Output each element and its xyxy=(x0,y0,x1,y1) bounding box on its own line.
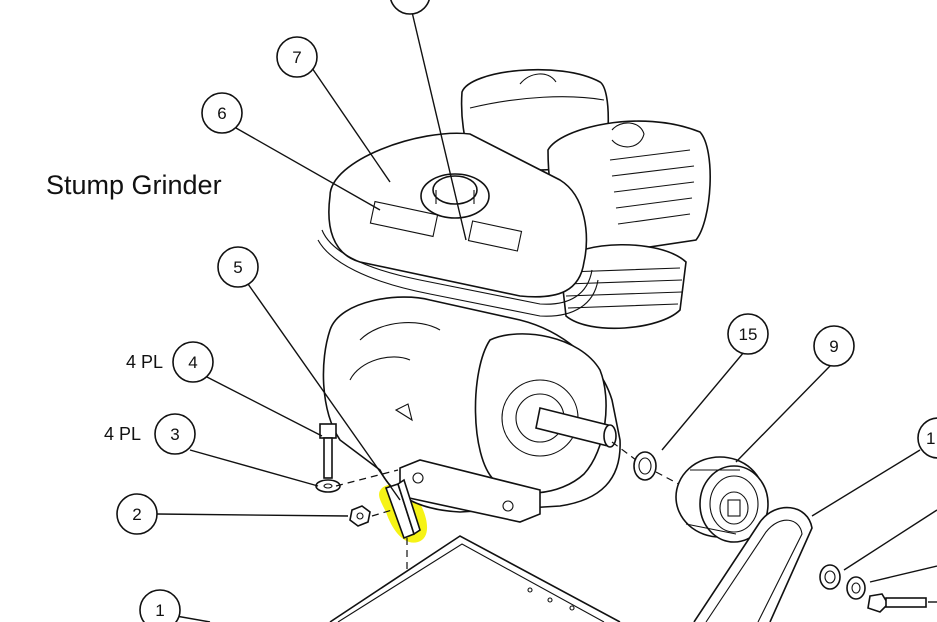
callout-3: 3 xyxy=(154,413,196,455)
frame-item-1 xyxy=(329,535,621,622)
qty-note-item-3: 4 PL xyxy=(104,424,142,444)
svg-text:2: 2 xyxy=(132,505,141,524)
bracket-item-5 xyxy=(384,478,421,540)
diagram-title: Stump Grinder xyxy=(46,170,222,200)
washer-item-3 xyxy=(315,479,341,493)
nut-item-2 xyxy=(349,505,371,527)
pulley-item-9 xyxy=(675,456,769,543)
callout-6: 6 xyxy=(201,92,243,134)
washer-right xyxy=(819,564,866,600)
qty-note-item-4: 4 PL xyxy=(126,352,164,372)
callout-1: 1 xyxy=(139,589,181,622)
callout-5: 5 xyxy=(217,246,259,288)
svg-text:5: 5 xyxy=(233,258,242,277)
svg-text:1: 1 xyxy=(926,429,935,448)
belt-item-10 xyxy=(693,506,813,622)
svg-text:4: 4 xyxy=(188,353,197,372)
callout-2: 2 xyxy=(116,493,158,535)
svg-text:9: 9 xyxy=(829,337,838,356)
svg-text:6: 6 xyxy=(217,104,226,123)
engine-assembly xyxy=(317,68,711,523)
callout-4: 4 xyxy=(172,341,214,383)
svg-text:7: 7 xyxy=(292,48,301,67)
callout-10: 1 xyxy=(917,417,937,459)
svg-text:3: 3 xyxy=(170,425,179,444)
svg-text:15: 15 xyxy=(739,325,758,344)
spacer-item-15 xyxy=(633,451,657,481)
bolt-item-4 xyxy=(319,423,337,479)
callout-7: 7 xyxy=(276,36,318,78)
callout-9: 9 xyxy=(813,325,855,367)
svg-text:1: 1 xyxy=(155,601,164,620)
bolt-right xyxy=(867,593,927,613)
callout-15: 15 xyxy=(727,313,769,355)
callout-8 xyxy=(390,0,430,15)
